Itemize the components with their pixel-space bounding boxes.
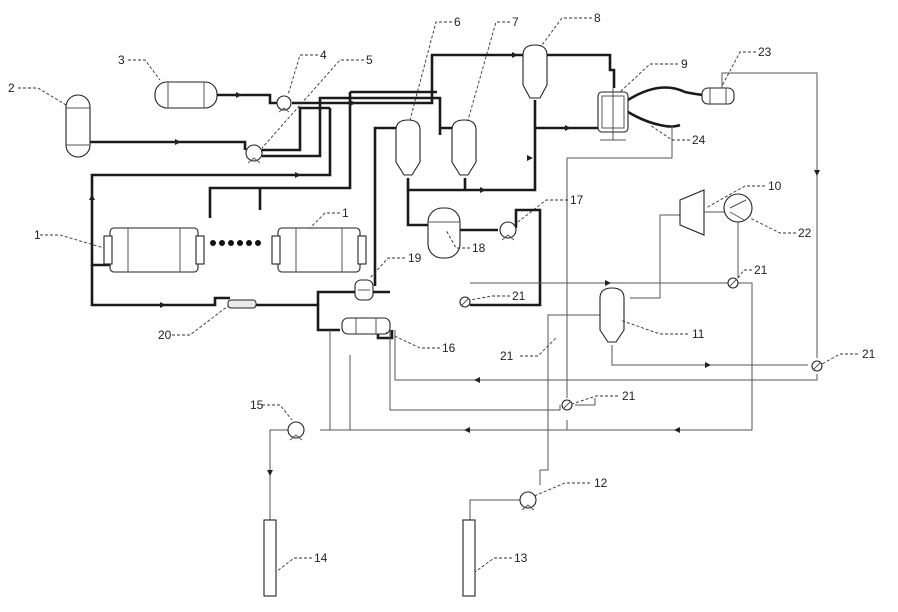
equipment-labels: 1 1 2 3 4 5 6 7 8 9 10 11 12 13 14 15 16… — [8, 11, 876, 565]
label-7: 7 — [512, 15, 519, 29]
pump-4 — [277, 96, 291, 112]
drum-3 — [155, 82, 217, 108]
label-21-lower: 21 — [622, 389, 636, 403]
label-21-left: 21 — [500, 349, 514, 363]
label-12: 12 — [594, 476, 608, 490]
label-1-left: 1 — [34, 228, 41, 242]
thin-utility-lines — [270, 73, 817, 520]
condenser-23 — [702, 88, 734, 104]
label-15: 15 — [250, 398, 264, 412]
pump-12 — [520, 492, 536, 510]
compressor-10 — [680, 190, 752, 235]
vessel-6 — [396, 120, 420, 175]
label-21-far-right: 21 — [862, 347, 876, 361]
label-8: 8 — [594, 11, 601, 25]
label-2: 2 — [8, 81, 15, 95]
static-mixer-20 — [228, 300, 256, 308]
valve-21-right-mid — [728, 278, 738, 288]
label-22: 22 — [798, 226, 812, 240]
label-14: 14 — [314, 551, 328, 565]
cooler-19 — [355, 280, 373, 300]
label-1-right: 1 — [342, 206, 349, 220]
valve-21-upper — [460, 297, 470, 307]
reactor-series-dots — [210, 240, 261, 246]
pump-17 — [500, 222, 516, 240]
label-21-right-mid: 21 — [754, 263, 768, 277]
label-24: 24 — [692, 133, 706, 147]
label-16: 16 — [442, 341, 456, 355]
pump-5 — [246, 145, 262, 163]
reactor-9 — [598, 88, 628, 140]
pump-15 — [288, 422, 304, 440]
reactor-1-left — [104, 228, 204, 272]
label-20: 20 — [158, 328, 172, 342]
vessel-8 — [523, 45, 547, 98]
label-23: 23 — [758, 45, 772, 59]
heat-exchanger-16 — [342, 318, 390, 334]
label-19: 19 — [408, 251, 422, 265]
tank-13 — [463, 520, 475, 596]
label-21-upper: 21 — [512, 289, 526, 303]
tank-14 — [264, 520, 276, 596]
reactor-1-right — [272, 228, 366, 272]
label-4: 4 — [320, 48, 327, 62]
label-11: 11 — [692, 327, 705, 341]
vessel-7 — [452, 120, 476, 175]
valve-21-lower — [562, 400, 572, 410]
tank-2 — [66, 95, 90, 157]
label-6: 6 — [454, 15, 461, 29]
label-9: 9 — [681, 57, 688, 71]
label-18: 18 — [472, 241, 486, 255]
label-13: 13 — [514, 551, 528, 565]
vessel-18 — [428, 208, 460, 258]
label-5: 5 — [366, 53, 373, 67]
separator-11 — [600, 288, 624, 342]
valve-21-far-right — [812, 361, 822, 371]
label-3: 3 — [118, 53, 125, 67]
label-10: 10 — [768, 179, 782, 193]
label-17: 17 — [570, 193, 584, 207]
